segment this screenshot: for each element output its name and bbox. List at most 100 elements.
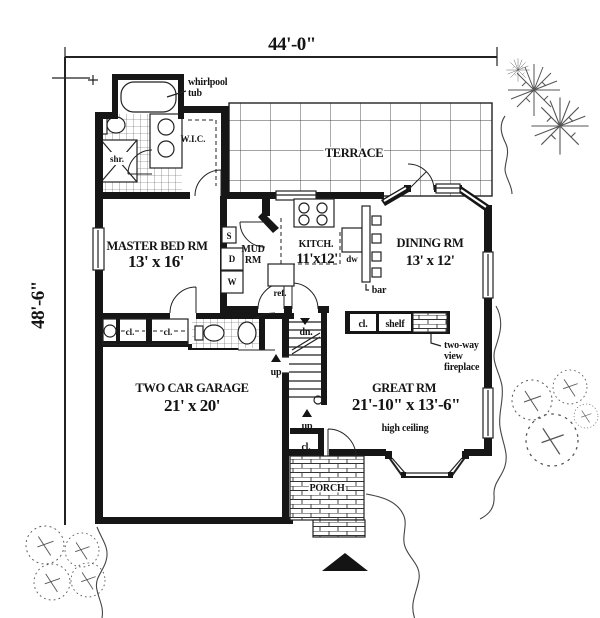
- stair-newel: [313, 395, 323, 405]
- master-bed-label: MASTER BED RM: [106, 239, 208, 253]
- tree-icon: [573, 403, 599, 429]
- dining-size: 13' x 12': [406, 253, 455, 269]
- bar-stool: [371, 267, 382, 278]
- porch: [289, 455, 366, 538]
- sink-oval: [237, 321, 257, 345]
- closet-row-label: cl.: [126, 327, 135, 337]
- closet-column: [103, 324, 117, 338]
- bar-stool: [371, 215, 382, 226]
- stairs: [271, 318, 323, 417]
- up-arrow: [271, 354, 281, 362]
- dishwasher-box: [341, 227, 363, 253]
- closet-label: cl.: [358, 319, 368, 330]
- washer-label: W: [228, 277, 237, 287]
- mud-room-label: MUD: [241, 244, 264, 255]
- counter-outline: [280, 218, 341, 265]
- stair-rail: [291, 332, 321, 355]
- whirlpool-label2: tub: [188, 88, 202, 99]
- mud-room-fixtures: [220, 226, 244, 294]
- bar-leader: [365, 284, 369, 291]
- fireplace-wall: [350, 312, 448, 347]
- tree-icon: [552, 369, 588, 405]
- stairs-down-label: dn.: [299, 327, 313, 338]
- kitchen-label: KITCH.: [299, 239, 334, 250]
- great-room-label: GREAT RM: [372, 381, 437, 395]
- north-arrow: [322, 553, 368, 571]
- down-arrow: [300, 318, 310, 325]
- master-bath: shr. W.I.C.: [99, 81, 217, 194]
- shelf-box: [379, 314, 411, 331]
- kitchen-fixtures: [267, 198, 382, 291]
- tree-icon: [70, 562, 106, 598]
- fireplace-note3: fireplace: [444, 362, 480, 373]
- up-arrow: [302, 409, 312, 417]
- washer: [220, 270, 244, 294]
- whirlpool-label: whirlpool: [188, 77, 228, 88]
- closet-row-label2: cl.: [164, 327, 173, 337]
- width-dimension-label: 44'-0": [268, 34, 316, 55]
- tree-icon: [525, 413, 579, 467]
- shower-label-bg: [103, 152, 132, 165]
- fixture-labels: whirlpool tub S D W ref. dw bar cl. shel…: [124, 77, 480, 453]
- porch-steps: [312, 519, 366, 538]
- bar-label: bar: [372, 285, 387, 296]
- room-labels: MASTER BED RM 13' x 16' MUD RM KITCH. 11…: [106, 236, 464, 496]
- tree-icon: [507, 63, 561, 117]
- tree-icon: [511, 379, 553, 421]
- great-room-size: 21'-10" x 13'-6": [352, 395, 460, 414]
- fireplace-brick: [412, 312, 448, 333]
- great-room-note: high ceiling: [382, 423, 429, 434]
- porch-label: PORCH: [309, 483, 345, 494]
- wic-label: W.I.C.: [181, 134, 206, 144]
- doors: [127, 149, 435, 458]
- whirlpool-leader: [166, 90, 187, 98]
- utility-sink: [221, 226, 237, 244]
- cant-window-mark: [460, 189, 487, 208]
- garage-up-label: up: [271, 367, 282, 378]
- fridge-label: ref.: [273, 288, 286, 298]
- terrain-line: [95, 526, 108, 618]
- terrain-line: [365, 493, 420, 618]
- landscape: [25, 58, 599, 618]
- garage-step-threshold: [282, 356, 289, 374]
- dishwasher-label: dw: [346, 254, 358, 264]
- master-bed-size: 13' x 16': [128, 252, 184, 271]
- toilet-bowl: [203, 324, 225, 342]
- tree-icon: [64, 532, 100, 568]
- tree-icon: [25, 525, 65, 565]
- cant-window-mark: [383, 187, 407, 202]
- tree-icon: [506, 58, 530, 82]
- dryer: [220, 247, 244, 271]
- terrace-label: TERRACE: [325, 146, 383, 160]
- garage-size: 21' x 20': [164, 396, 220, 415]
- mud-room-label2: RM: [245, 255, 262, 266]
- wic-rod-lines: [188, 119, 217, 186]
- porch-closet-label: cl.: [301, 442, 311, 453]
- windows: [92, 183, 494, 439]
- terrain-line: [500, 115, 513, 195]
- toilet-bowl: [106, 116, 126, 134]
- bay-window: [385, 451, 469, 478]
- fireplace-leader: [430, 334, 442, 347]
- kitchen-size: 11'x12': [296, 251, 338, 267]
- refrigerator: [267, 263, 295, 287]
- powder-room: [192, 319, 259, 348]
- bar-stool: [371, 233, 382, 244]
- shower-label: shr.: [110, 154, 124, 164]
- bar-counter: [361, 205, 371, 283]
- survey-cross: [88, 75, 98, 85]
- toilet-tank: [194, 325, 204, 341]
- porch-floor: [289, 455, 365, 521]
- bar-stool: [371, 251, 382, 262]
- stairs-up-label: up: [302, 421, 313, 432]
- tree-icon: [33, 563, 71, 601]
- sink-basin: [157, 118, 175, 136]
- sink-basin: [157, 140, 175, 158]
- terrain-line: [479, 305, 507, 520]
- dining-label: DINING RM: [397, 236, 464, 250]
- tree-icon: [530, 96, 590, 156]
- height-dimension-label: 48'-6": [28, 281, 49, 329]
- shelf-label: shelf: [385, 319, 405, 330]
